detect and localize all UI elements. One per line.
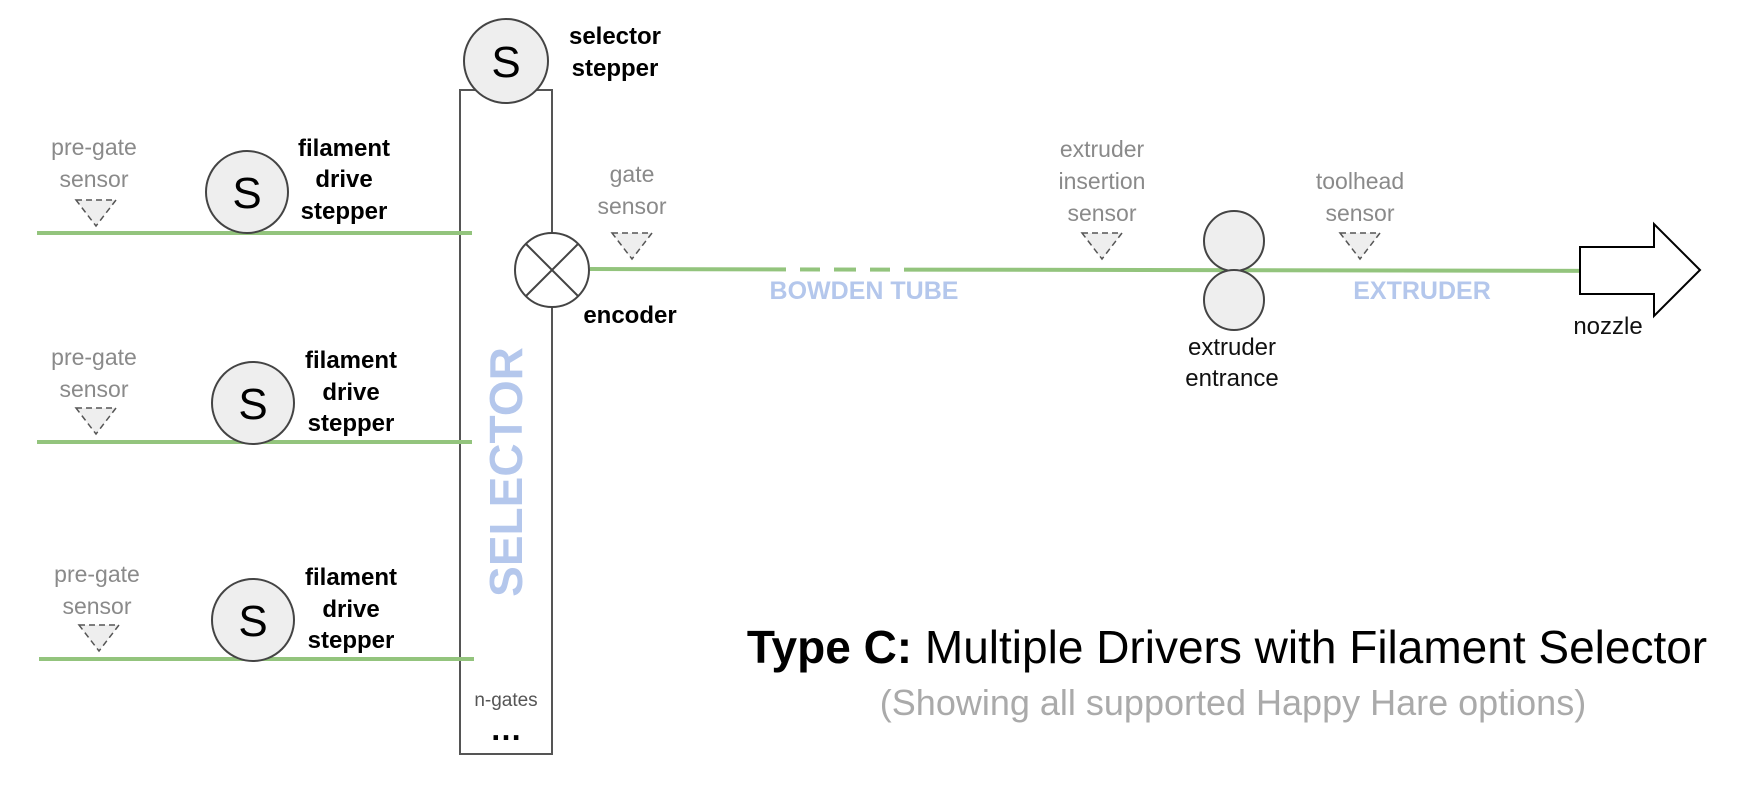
selector-stepper-motor	[463, 18, 549, 104]
selector-title: SELECTOR	[480, 347, 532, 597]
gate-sensor-label-1: gate	[610, 161, 655, 187]
toolhead-sensor-icon	[1338, 232, 1382, 261]
gate-2-motor-label-3: stepper	[308, 410, 395, 437]
bowden-gap-3	[856, 265, 870, 273]
extruder-insertion-sensor-label-2: insertion	[1059, 168, 1146, 194]
gate-1-sensor-label-1: pre-gate	[51, 134, 137, 160]
gate-3-motor-label-2: drive	[322, 596, 379, 623]
bowden-gap-4	[890, 265, 904, 273]
gate-2-sensor-label-2: sensor	[59, 376, 128, 402]
gate-sensor-icon	[610, 232, 654, 261]
bowden-label: BOWDEN TUBE	[770, 277, 959, 305]
pre-gate-sensor-2-icon	[74, 407, 118, 436]
gate-3-sensor-label-1: pre-gate	[54, 561, 140, 587]
gate-1-motor-label-3: stepper	[301, 198, 388, 225]
gate-3-sensor-label-2: sensor	[62, 593, 131, 619]
extruder-entrance-label-2: entrance	[1185, 365, 1278, 392]
extruder-insertion-sensor-label-3: sensor	[1067, 200, 1136, 226]
ngates-ellipsis: …	[490, 711, 522, 747]
pre-gate-sensor-1-icon	[74, 199, 118, 228]
gate-2-sensor-label-1: pre-gate	[51, 344, 137, 370]
gate-1: pre-gate sensor S filament drive stepper	[37, 134, 472, 235]
nozzle-label: nozzle	[1573, 313, 1642, 340]
gate-1-motor-label-1: filament	[298, 135, 390, 162]
gate-sensor-label-2: sensor	[597, 193, 666, 219]
extruder-insertion-sensor-label-1: extruder	[1060, 136, 1145, 162]
gate-1-sensor-label-2: sensor	[59, 166, 128, 192]
gate-3-motor-label-1: filament	[305, 564, 397, 591]
gate-3-drive-motor	[211, 578, 295, 662]
ngates-label: n-gates	[474, 690, 537, 711]
gate-2: pre-gate sensor S filament drive stepper	[37, 344, 472, 445]
gate-1-motor-symbol: S	[232, 169, 261, 218]
bowden-filament	[589, 267, 1651, 273]
caption-title: Type C: Multiple Drivers with Filament S…	[747, 621, 1707, 673]
toolhead-sensor-label-2: sensor	[1325, 200, 1394, 226]
toolhead-sensor-label-1: toolhead	[1316, 168, 1404, 194]
gate-3-motor-label-3: stepper	[308, 627, 395, 654]
pre-gate-sensor-3-icon	[77, 624, 121, 653]
extruder-gear-bottom	[1203, 269, 1265, 331]
bowden-gap-2	[820, 265, 834, 273]
bowden-gap-1	[786, 265, 800, 273]
gate-2-motor-label-2: drive	[322, 379, 379, 406]
nozzle-arrow-icon	[1579, 221, 1702, 319]
extruder-insertion-sensor-icon	[1080, 232, 1124, 261]
caption-title-rest: Multiple Drivers with Filament Selector	[912, 621, 1707, 673]
gate-3: pre-gate sensor S filament drive stepper	[39, 561, 474, 662]
selector-stepper-label-2: stepper	[572, 55, 659, 82]
selector-stepper-label-1: selector	[569, 23, 661, 50]
gate-2-drive-motor	[211, 361, 295, 445]
gate-1-motor-label-2: drive	[315, 166, 372, 193]
caption-subtitle: (Showing all supported Happy Hare option…	[880, 682, 1586, 723]
caption-title-bold: Type C:	[747, 621, 912, 673]
encoder-icon	[514, 232, 590, 308]
extruder-entrance-label-1: extruder	[1188, 334, 1276, 361]
gate-2-motor-label-1: filament	[305, 347, 397, 374]
selector-stepper-symbol: S	[491, 38, 520, 87]
encoder-label: encoder	[583, 302, 676, 329]
gate-2-motor-symbol: S	[238, 380, 267, 429]
gate-3-motor-symbol: S	[238, 597, 267, 646]
gate-1-drive-motor	[205, 150, 289, 234]
selector-body	[459, 89, 553, 755]
extruder-gear-top	[1203, 210, 1265, 272]
extruder-label: EXTRUDER	[1353, 277, 1491, 305]
